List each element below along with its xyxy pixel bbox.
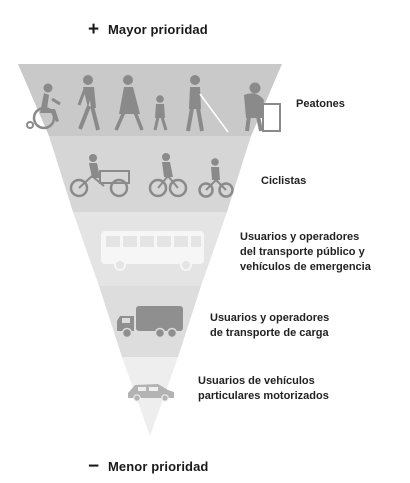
blind-person-icon [186,75,229,133]
highest-priority-label: + Mayor prioridad [88,20,208,39]
level-label-line: Usuarios de vehículos [198,375,315,387]
bus-icon [101,231,204,271]
level-label-line: Usuarios y operadores [210,312,330,324]
lowest-priority-label: − Menor prioridad [88,457,208,476]
level-band-pedestrians [18,64,282,136]
cargo-tricycle-icon [69,154,130,198]
cyclists-icon [69,153,234,198]
car-icon [128,384,174,402]
level-band-cyclists [49,136,251,212]
child-icon [153,95,168,131]
level-label-cyclists: Ciclistas [261,174,306,189]
child-bicycle-icon [198,158,234,198]
truck-icon [117,306,183,339]
level-label-line: particulares motorizados [198,390,329,402]
level-label-line: de transporte de carga [210,327,329,339]
level-label-line: Peatones [296,98,345,110]
walking-man-icon [77,75,100,131]
wheelchair-user-icon [26,83,61,130]
lowest-priority-text: Menor prioridad [108,459,209,474]
level-label-line: Ciclistas [261,175,307,187]
bicycle-rider-icon [148,153,188,198]
level-label-public-transport: Usuarios y operadores del transporte púb… [240,230,371,275]
level-label-line: Usuarios y operadores [240,231,360,243]
elderly-walker-icon [244,82,281,132]
level-label-line: del transporte público y [240,246,365,258]
walking-woman-icon [114,75,144,131]
level-label-pedestrians: Peatones [296,97,345,112]
highest-priority-text: Mayor prioridad [108,22,208,37]
minus-icon: − [88,456,100,477]
plus-icon: + [88,19,100,40]
level-label-private-cars: Usuarios de vehículos particulares motor… [198,374,329,404]
pedestrians-icon [26,75,281,133]
level-label-cargo: Usuarios y operadores de transporte de c… [210,311,329,341]
level-label-line: vehículos de emergencia [240,261,371,273]
